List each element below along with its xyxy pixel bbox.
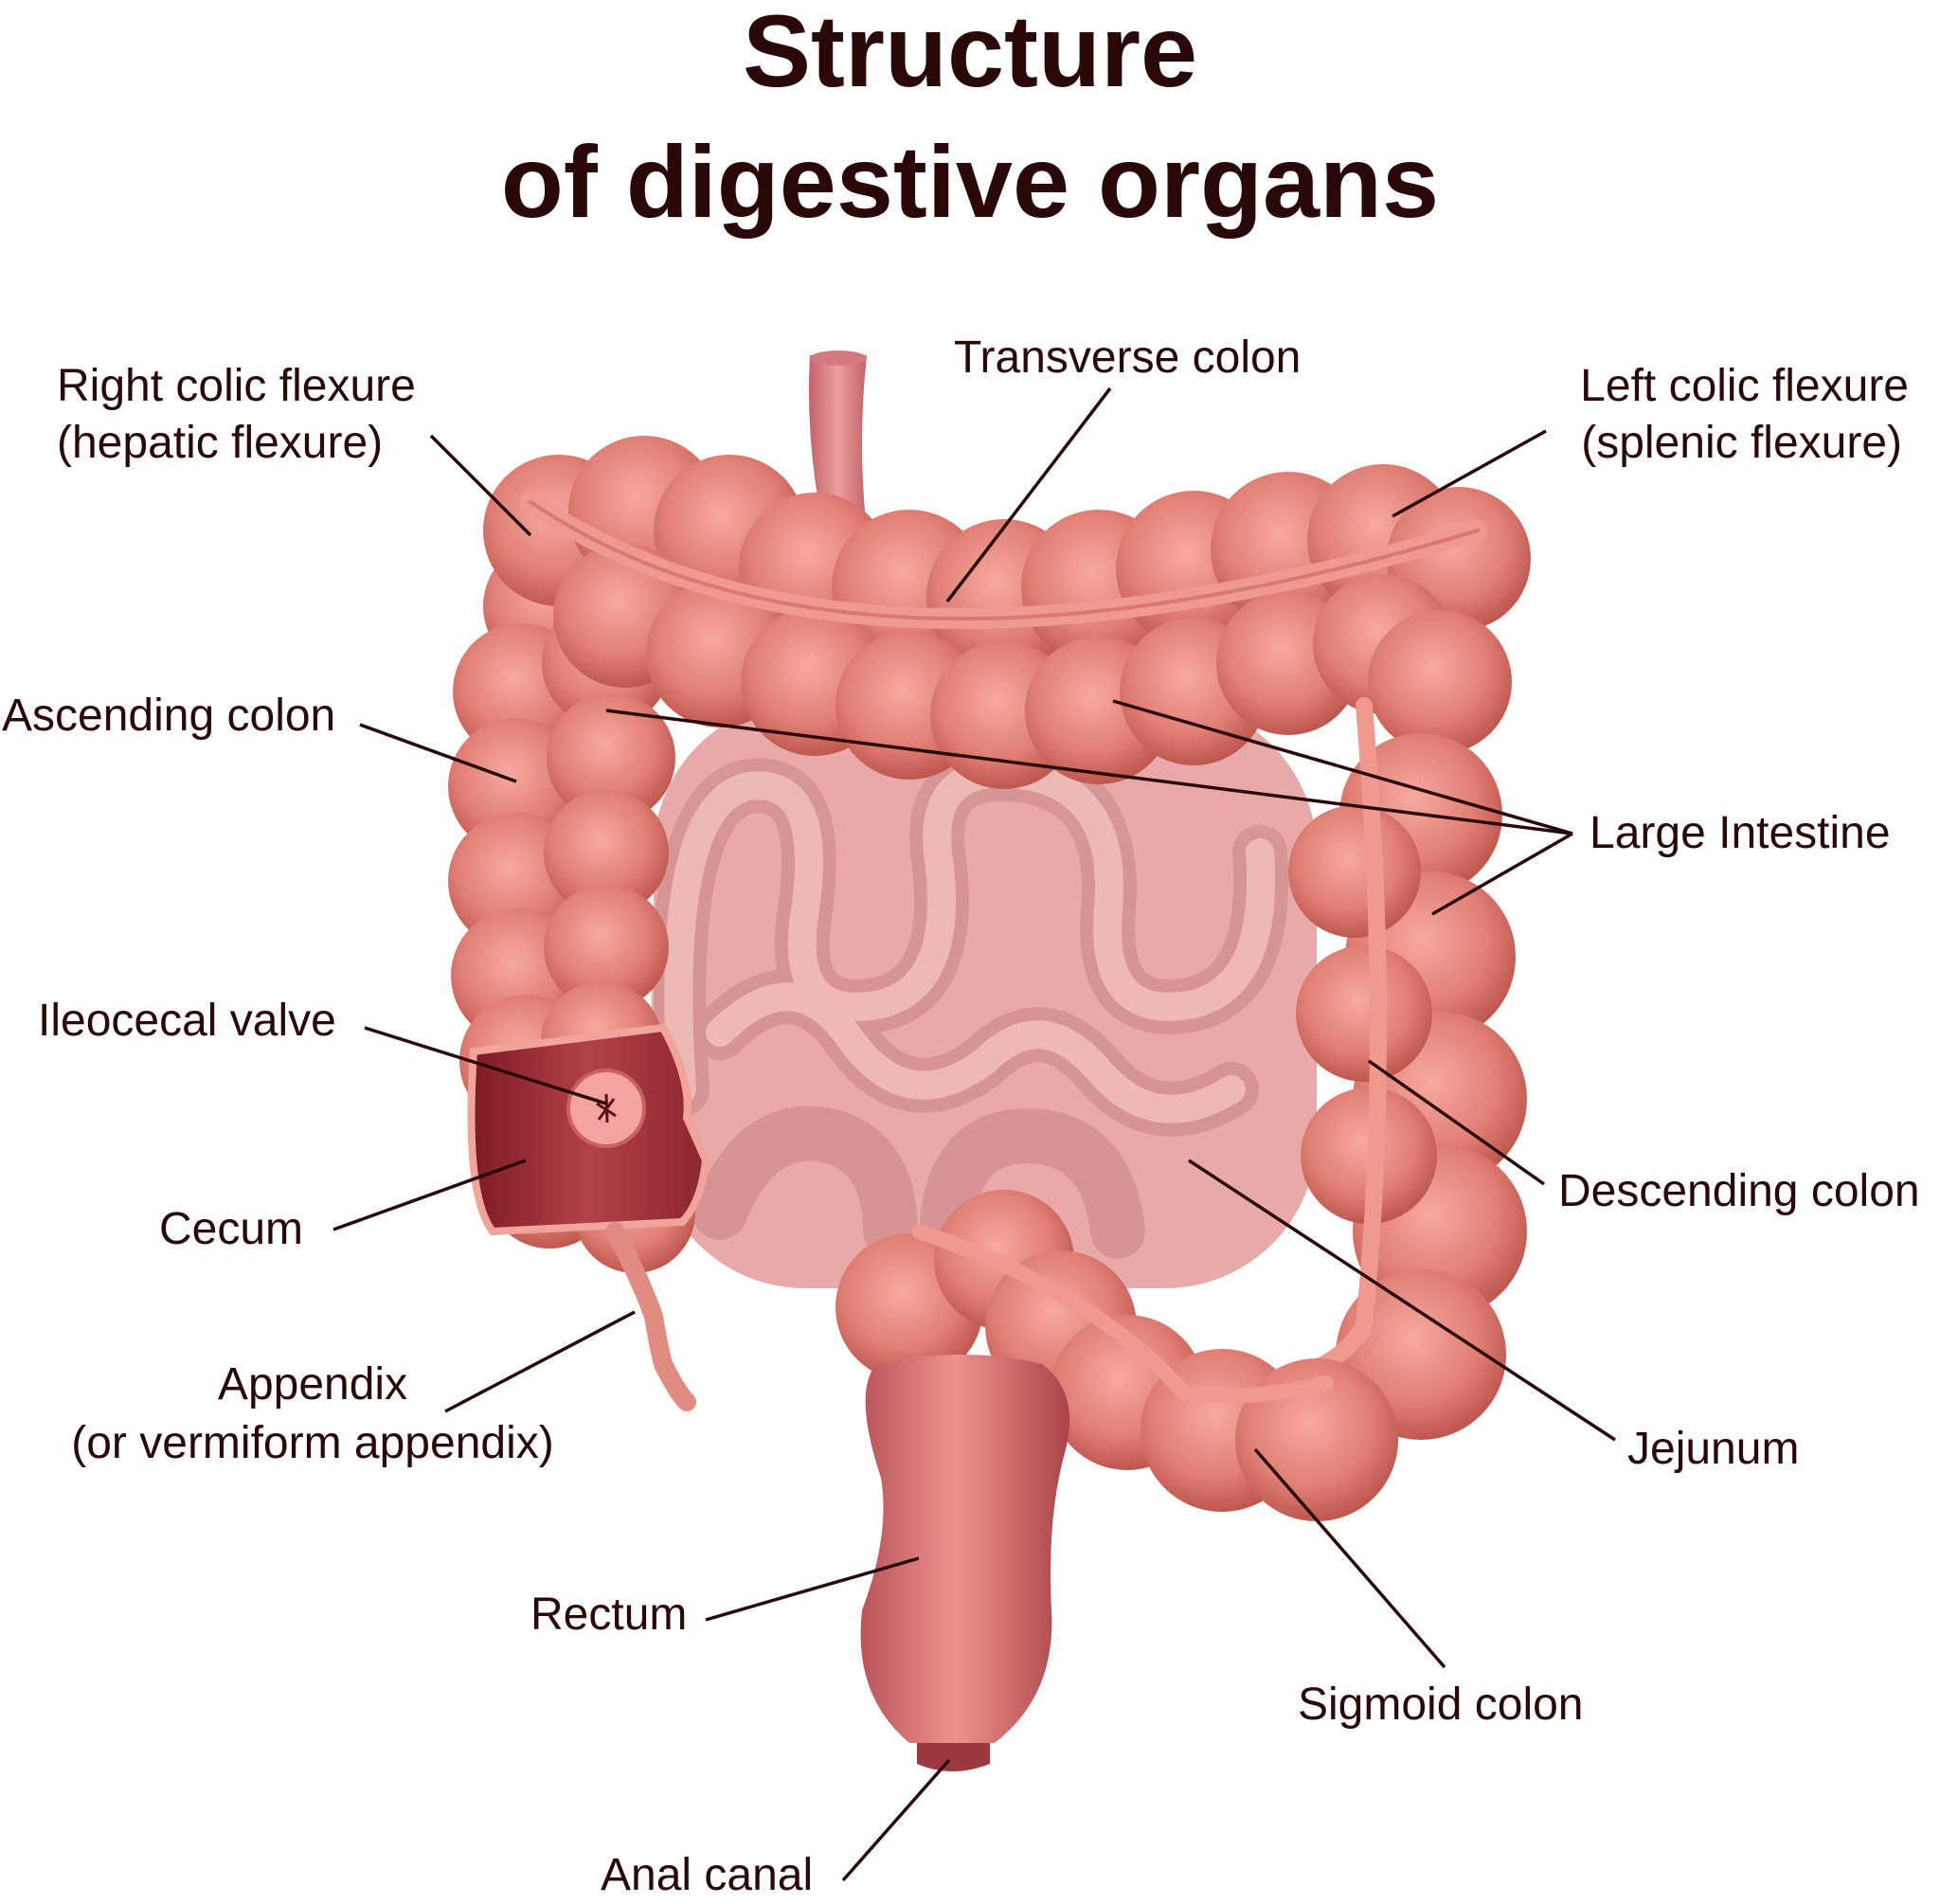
leader-large-intestine-a <box>605 709 1573 835</box>
label-left-colic-flexure: Left colic flexure <box>1580 361 1909 411</box>
leader-descending-colon <box>1367 1059 1546 1186</box>
leader-transverse-colon <box>945 386 1112 603</box>
page-title-line-1: Structure <box>742 0 1198 108</box>
label-ileocecal-valve: Ileocecal valve <box>38 996 336 1046</box>
rectum <box>860 1355 1070 1771</box>
transverse-colon <box>483 436 1531 789</box>
leader-lines <box>332 386 1616 1882</box>
leader-ileocecal-valve <box>364 1026 607 1105</box>
leader-left-colic-flexure <box>1392 429 1547 518</box>
label-sigmoid-colon: Sigmoid colon <box>1298 1679 1584 1730</box>
leader-cecum <box>332 1159 527 1231</box>
label-rectum: Rectum <box>530 1590 688 1640</box>
leader-anal-canal <box>841 1758 951 1882</box>
label-ascending-colon: Ascending colon <box>2 691 336 741</box>
sigmoid-colon <box>835 1190 1398 1521</box>
small-intestine <box>651 701 1317 1288</box>
label-transverse-colon: Transverse colon <box>954 332 1302 383</box>
label-splenic-flexure: (splenic flexure) <box>1581 418 1902 468</box>
page-title-line-2: of digestive organs <box>500 124 1440 239</box>
label-anal-canal: Anal canal <box>601 1850 814 1900</box>
leader-ascending-colon <box>359 723 517 783</box>
leader-large-intestine-b <box>1112 699 1573 835</box>
upper-tube <box>809 350 867 530</box>
label-jejunum: Jejunum <box>1627 1424 1800 1474</box>
leader-rectum <box>705 1556 920 1622</box>
label-appendix: Appendix <box>217 1359 408 1410</box>
label-right-colic-flexure: Right colic flexure <box>57 361 416 411</box>
leader-right-colic-flexure <box>429 434 532 537</box>
cecum <box>467 1023 710 1273</box>
leader-sigmoid-colon <box>1253 1447 1446 1669</box>
label-descending-colon: Descending colon <box>1558 1166 1920 1216</box>
leader-appendix <box>444 1310 636 1413</box>
label-cecum: Cecum <box>159 1204 304 1254</box>
label-large-intestine: Large Intestine <box>1590 808 1891 858</box>
appendix <box>606 1222 696 1411</box>
leader-jejunum <box>1188 1159 1616 1442</box>
leader-large-intestine-c <box>1431 832 1573 916</box>
label-hepatic-flexure: (hepatic flexure) <box>57 418 384 468</box>
label-vermiform-appendix: (or vermiform appendix) <box>71 1418 554 1468</box>
